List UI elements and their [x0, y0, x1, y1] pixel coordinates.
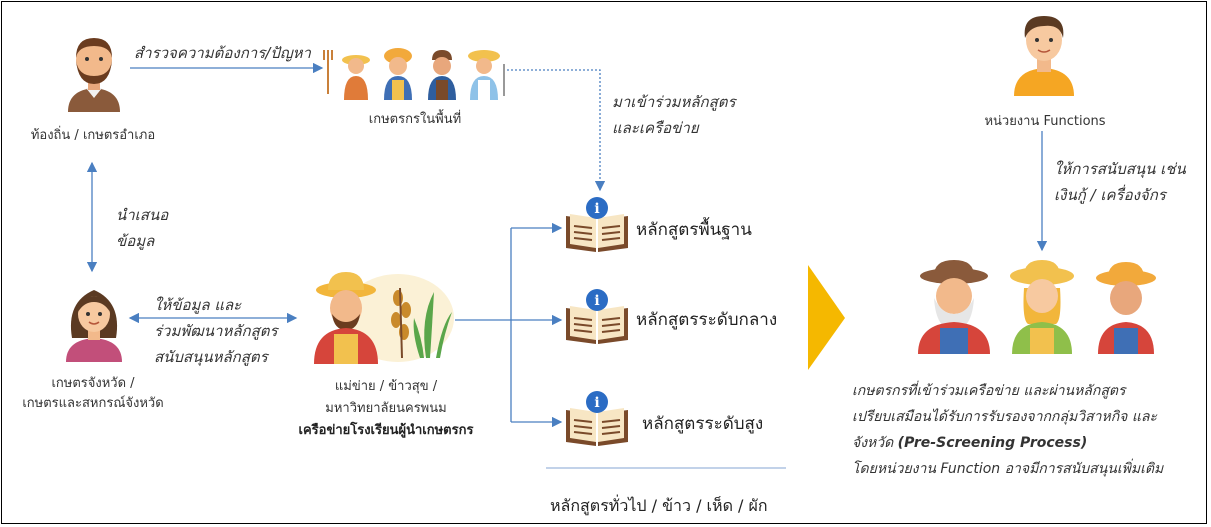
network-farmer-rice-icon — [314, 272, 454, 364]
provincial-label-line2: เกษตรและสหกรณ์จังหวัด — [22, 396, 164, 411]
inform-label-line3: สนับสนุนหลักสูตร — [154, 348, 268, 366]
young-farmer — [1096, 262, 1156, 354]
join-label-line2: และเครือข่าย — [612, 119, 699, 137]
join-label-line1: มาเข้าร่วมหลักสูตร — [612, 93, 736, 111]
elder-farmer — [918, 260, 990, 354]
inform-label-line2: ร่วมพัฒนาหลักสูตร — [154, 322, 278, 340]
general-course-label: หลักสูตรทั่วไป / ข้าว / เห็ด / ผัก — [550, 496, 768, 515]
support-label-line2: เงินกู้ / เครื่องจักร — [1054, 186, 1166, 204]
survey-label: สำรวจความต้องการ/ปัญหา — [134, 44, 311, 62]
present-label-line1: นำเสนอ — [116, 206, 169, 224]
result-line4: โดยหน่วยงาน Function อาจมีการสนับสนุนเพิ… — [852, 461, 1164, 477]
basic-course-book-icon: i — [566, 197, 628, 252]
result-line2: เปรียบเสมือนได้รับการรับรองจากกลุ่มวิสาห… — [852, 409, 1157, 425]
farmers-area-label: เกษตรกรในพื้นที่ — [368, 112, 462, 127]
result-line3: จังหวัด (Pre-Screening Process) — [852, 430, 1087, 456]
network-label-line2: มหาวิทยาลัยนครพนม — [325, 401, 447, 416]
inform-label-line1: ให้ข้อมูล และ — [154, 296, 242, 314]
result-line3-province: จังหวัด — [852, 435, 898, 451]
basic-course-label: หลักสูตรพื้นฐาน — [636, 220, 752, 240]
local-officer-label: ท้องถิ่น / เกษตรอำเภอ — [30, 128, 156, 143]
female-farmer — [1010, 260, 1074, 354]
certified-farmers-icon — [918, 260, 1156, 354]
functions-unit-label: หน่วยงาน Functions — [984, 114, 1106, 129]
network-label-line1: แม่ข่าย / ข้าวสุข / — [334, 379, 438, 394]
svg-text:i: i — [594, 293, 599, 309]
join-dotted-arrow — [507, 69, 606, 192]
advanced-course-label: หลักสูตรระดับสูง — [642, 414, 764, 434]
intermediate-course-label: หลักสูตรระดับกลาง — [636, 310, 778, 330]
provincial-officer-icon — [66, 290, 122, 362]
intermediate-course-book-icon: i — [566, 289, 628, 344]
present-label-line2: ข้อมูล — [116, 232, 155, 250]
provincial-label-line1: เกษตรจังหวัด / — [51, 376, 135, 391]
functions-unit-icon — [1014, 16, 1074, 96]
network-label-line3: เครือข่ายโรงเรียนผู้นำเกษตรกร — [298, 423, 474, 438]
support-label-line1: ให้การสนับสนุน เช่น — [1054, 160, 1186, 178]
advanced-course-book-icon: i — [566, 391, 628, 446]
farmers-group-icon — [323, 48, 505, 100]
local-officer-icon — [68, 38, 120, 112]
result-line1: เกษตรกรที่เข้าร่วมเครือข่าย และผ่านหลักส… — [852, 383, 1126, 399]
result-line3-process: (Pre-Screening Process) — [897, 435, 1088, 451]
process-chevron — [808, 265, 845, 370]
svg-text:i: i — [594, 201, 599, 217]
svg-text:i: i — [594, 395, 599, 411]
